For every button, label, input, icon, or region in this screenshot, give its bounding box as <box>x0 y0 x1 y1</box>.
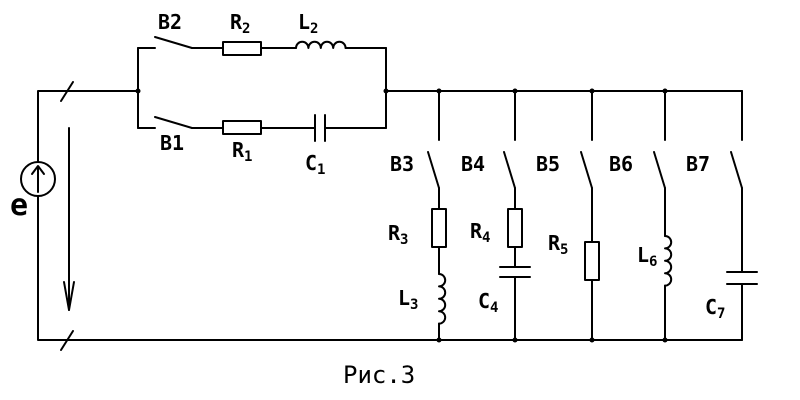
label-r3: R3 <box>388 221 408 248</box>
inductor-l2 <box>295 40 347 49</box>
label-b4: B4 <box>461 152 485 176</box>
source-arrow-head <box>31 165 45 175</box>
resistor-r5 <box>584 241 600 281</box>
resistor-r4 <box>507 208 523 248</box>
label-b6: B6 <box>609 152 633 176</box>
label-c7: C7 <box>705 295 725 322</box>
switch-b3 <box>427 151 440 189</box>
branch-b6 <box>653 90 673 341</box>
label-b5: B5 <box>536 152 560 176</box>
label-l2: L2 <box>298 10 318 37</box>
label-r4: R4 <box>470 219 490 246</box>
branch-b3 <box>427 90 447 341</box>
voltage-arrow-head <box>63 281 75 311</box>
switch-b4 <box>503 151 516 189</box>
switch-b1 <box>154 116 193 129</box>
wire-bottom <box>37 195 743 341</box>
source-branch: e <box>10 81 743 351</box>
label-r1: R1 <box>232 138 252 165</box>
switch-b2 <box>154 36 193 49</box>
terminal-top-icon <box>60 81 74 102</box>
emf-label: e <box>10 188 28 223</box>
resistor-r2 <box>222 41 262 56</box>
label-b3: B3 <box>390 152 414 176</box>
switch-b7 <box>730 151 743 189</box>
label-c4: C4 <box>478 289 498 316</box>
label-l6: L6 <box>637 243 657 270</box>
current-source-icon <box>20 161 56 197</box>
resistor-r3 <box>431 208 447 248</box>
inductor-l6 <box>664 235 673 287</box>
label-b7: B7 <box>686 152 710 176</box>
branch-b7 <box>726 90 758 341</box>
label-c1: C1 <box>305 151 325 178</box>
branch-b5 <box>580 90 600 341</box>
switch-b5 <box>580 151 593 189</box>
resistor-r1 <box>222 120 262 135</box>
switch-b6 <box>653 151 666 189</box>
branch-b4 <box>499 90 531 341</box>
terminal-bottom-icon <box>60 330 74 351</box>
label-r5: R5 <box>548 231 568 258</box>
upper-branches <box>135 36 389 142</box>
wire-top-left <box>37 90 139 163</box>
label-b2: B2 <box>158 10 182 34</box>
label-b1: B1 <box>160 131 184 155</box>
figure-caption: Рис.3 <box>343 361 415 389</box>
label-r2: R2 <box>230 10 250 37</box>
inductor-l3 <box>438 273 447 325</box>
label-l3: L3 <box>398 286 418 313</box>
